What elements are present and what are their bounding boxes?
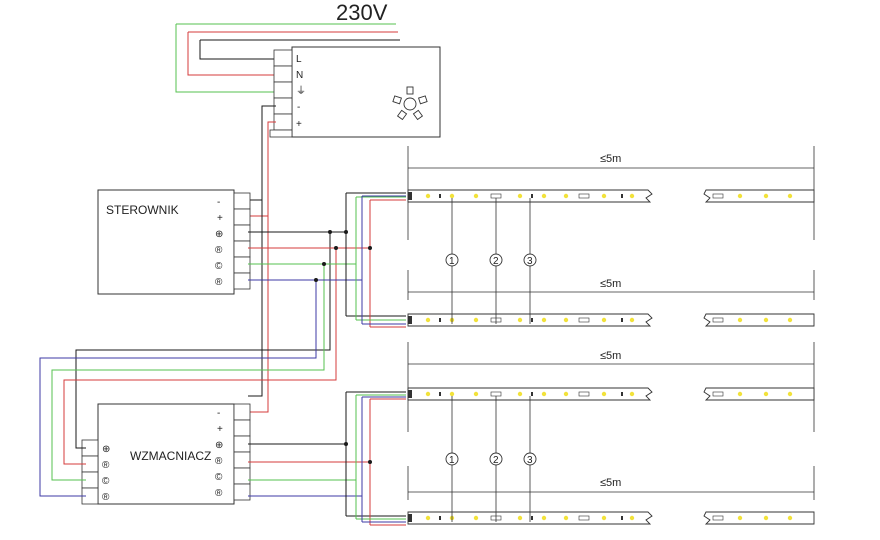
led-dot [541,515,547,521]
led-dot [473,391,479,397]
led-dot [563,515,569,521]
callout-3-bottom: 3 [527,455,533,466]
callouts: 1 2 3 1 2 3 [445,198,537,522]
amplifier-terminal-minus: - [217,408,220,419]
controller-terminal-g: © [215,261,223,272]
led-dot [601,515,607,521]
led-dot [763,515,769,521]
led-dot [737,515,743,521]
controller-label: STEROWNIK [106,203,179,217]
led-dot [563,391,569,397]
led-dot [737,391,743,397]
led-dot [787,515,793,521]
led-dot [737,193,743,199]
led-dot [601,317,607,323]
led-strips [407,189,815,525]
psu-terminal-l: L [296,54,302,65]
led-dot [449,391,455,397]
voltage-title: 230V [336,0,388,25]
amplifier-terminal-b-in: ® [102,492,110,503]
led-dot [473,515,479,521]
power-supply: L N ⏚ - + [269,46,441,138]
controller-terminal-minus: - [217,197,220,208]
led-dot [629,317,635,323]
controller-terminal-plus: + [217,213,223,224]
amplifier-terminal-r-in: ® [102,460,110,471]
led-dot [763,317,769,323]
led-dot [425,317,431,323]
led-dot [629,193,635,199]
led-dot [517,317,523,323]
strip-length-label-3: ≤5m [600,350,621,362]
amplifier-terminal-b-out: ® [215,488,223,499]
callout-2-top: 2 [493,256,499,267]
controller-terminal-common: ⊕ [215,229,223,240]
led-dot [517,193,523,199]
callout-1-bottom: 1 [449,455,455,466]
led-dot [763,193,769,199]
fan-icon [392,86,428,121]
led-strip-row [407,387,815,401]
psu-terminal-block [269,49,293,138]
led-dot [473,193,479,199]
led-dot [517,391,523,397]
amplifier-terminal-r-out: ® [215,456,223,467]
led-strip-row [407,511,815,525]
amplifier-terminal-plus: + [217,424,223,435]
psu-terminal-minus: - [297,102,300,113]
strip-length-label-1: ≤5m [600,153,621,165]
led-dot [737,317,743,323]
led-strip-row [407,313,815,327]
led-dot [563,193,569,199]
amplifier-to-strips-wiring [248,391,406,526]
led-dot [541,317,547,323]
led-dot [787,317,793,323]
amplifier-terminal-block-left [81,439,99,505]
led-dot [601,193,607,199]
psu-terminal-plus: + [296,119,302,130]
controller-to-strips-wiring [248,192,406,328]
led-dot [629,391,635,397]
strip-length-label-4: ≤5m [600,477,621,489]
led-dot [541,193,547,199]
led-dot [787,391,793,397]
dimension-lines: ≤5m ≤5m ≤5m ≤5m [407,146,815,500]
amplifier-label: WZMACNIACZ [130,449,211,463]
callout-3-top: 3 [527,256,533,267]
led-dot [425,515,431,521]
psu-terminal-n: N [296,70,303,81]
led-dot [425,391,431,397]
led-dot [629,515,635,521]
led-dot [601,391,607,397]
amplifier: WZMACNIACZ - + ⊕ ® © ® ⊕ ® © ® [81,403,251,505]
amplifier-terminal-common-out: ⊕ [215,440,223,451]
psu-terminal-earth: ⏚ [296,85,306,97]
led-dot [517,515,523,521]
led-dot [787,193,793,199]
amplifier-terminal-common-in: ⊕ [102,444,110,455]
led-dot [425,193,431,199]
controller-terminal-r: ® [215,245,223,256]
callout-2-bottom: 2 [493,455,499,466]
led-dot [563,317,569,323]
amplifier-terminal-g-in: © [102,476,110,487]
callout-1-top: 1 [449,256,455,267]
strip-length-label-2: ≤5m [600,278,621,290]
led-dot [449,193,455,199]
controller: STEROWNIK - + ⊕ ® © ® [97,189,251,295]
controller-terminal-block [233,192,251,290]
amplifier-terminal-g-out: © [215,472,223,483]
mains-wiring [175,23,400,93]
dc-wiring [248,105,276,413]
led-strip-row [407,189,815,203]
controller-terminal-b: ® [215,277,223,288]
led-dot [763,391,769,397]
led-dot [541,391,547,397]
led-dot [473,317,479,323]
amplifier-terminal-block-right [233,403,251,501]
